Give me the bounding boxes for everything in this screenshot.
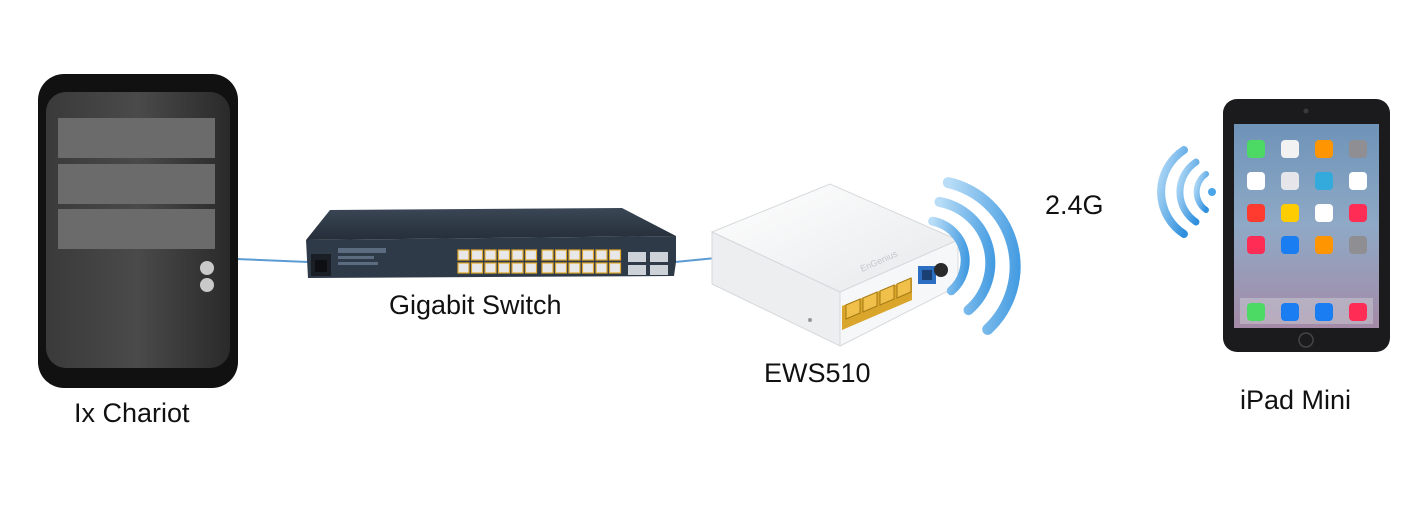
switch-port: [554, 262, 568, 274]
link-pc-switch: [235, 258, 309, 263]
app-icon: [1247, 204, 1265, 222]
ap-lan-port: [845, 298, 861, 320]
wall-plate-access-point-icon: EnGenius: [710, 183, 960, 347]
dock-app-icon: [1315, 303, 1333, 321]
app-icon: [1281, 172, 1299, 190]
app-icon: [1247, 236, 1265, 254]
switch-port: [511, 249, 524, 261]
switch-port: [608, 249, 622, 261]
switch-port: [595, 249, 608, 261]
app-icon: [1349, 140, 1367, 158]
switch-port: [541, 249, 554, 261]
app-icon: [1315, 204, 1333, 222]
switch-port: [568, 249, 581, 261]
ap-label: EWS510: [764, 358, 871, 388]
app-icon: [1349, 204, 1367, 222]
app-icon: [1281, 204, 1299, 222]
switch-port: [497, 262, 511, 274]
switch-port: [568, 262, 581, 274]
ap-lan-port: [879, 284, 895, 306]
dock-app-icon: [1349, 303, 1367, 321]
app-icon: [1247, 140, 1265, 158]
wifi-signal-icon: [928, 177, 1021, 335]
switch-port: [457, 262, 470, 274]
switch-port: [524, 262, 538, 274]
app-icon: [1247, 172, 1265, 190]
app-icon: [1349, 236, 1367, 254]
switch-port: [524, 249, 538, 261]
switch-port: [484, 262, 497, 274]
dock-app-icon: [1247, 303, 1265, 321]
app-icon: [1315, 172, 1333, 190]
switch-port: [581, 249, 595, 261]
app-icon: [1281, 236, 1299, 254]
app-icon: [1281, 140, 1299, 158]
pc-label: Ix Chariot: [74, 398, 190, 428]
ipad-label: iPad Mini: [1240, 385, 1352, 415]
pc-tower-icon: [38, 74, 238, 388]
network-switch-icon: [306, 208, 676, 278]
band-label: 2.4G: [1045, 190, 1104, 220]
link-switch-ap: [674, 257, 717, 263]
switch-port: [511, 262, 524, 274]
switch-port: [541, 262, 554, 274]
switch-port: [497, 249, 511, 261]
switch-port: [470, 262, 484, 274]
app-icon: [1315, 140, 1333, 158]
switch-port: [581, 262, 595, 274]
switch-port: [470, 249, 484, 261]
ap-lan-port: [862, 291, 878, 313]
wifi-signal-icon: [1157, 146, 1216, 238]
app-icon: [1349, 172, 1367, 190]
app-icon: [1315, 236, 1333, 254]
switch-port: [608, 262, 622, 274]
switch-label: Gigabit Switch: [389, 290, 562, 320]
switch-port: [457, 249, 470, 261]
dock-app-icon: [1281, 303, 1299, 321]
ap-lan-port: [896, 277, 912, 299]
switch-port: [554, 249, 568, 261]
switch-port: [484, 249, 497, 261]
tablet-icon: [1223, 99, 1390, 352]
switch-port: [595, 262, 608, 274]
